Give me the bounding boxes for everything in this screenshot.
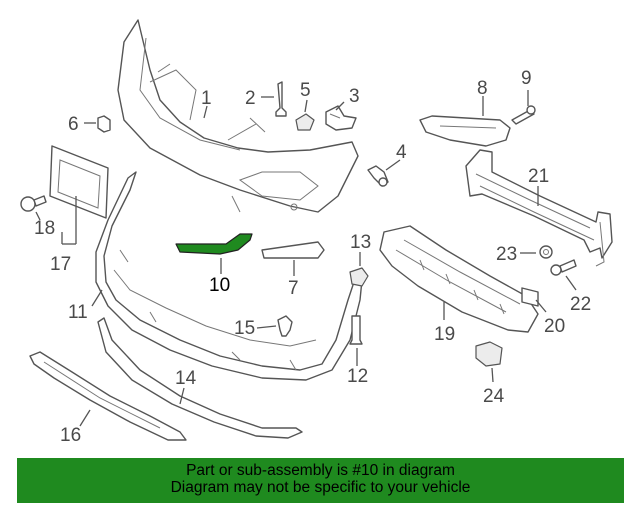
callout-14: 14 (175, 368, 197, 389)
part-7-reflector (261, 241, 325, 259)
part-10-highlighted (175, 233, 253, 255)
callout-3: 3 (349, 86, 360, 107)
part-13-nut (349, 267, 369, 287)
part-22-bolt (550, 259, 577, 276)
callout-13: 13 (350, 232, 371, 253)
part-14-molding (97, 317, 303, 439)
callout-labels: 1 2 3 4 5 6 7 8 9 10 11 12 13 14 15 16 1… (34, 68, 591, 446)
callout-18: 18 (34, 218, 55, 239)
parts-diagram: 1 2 3 4 5 6 7 8 9 10 11 12 13 14 15 16 1… (20, 19, 613, 446)
part-9-screw (511, 105, 536, 125)
part-5-nut (295, 113, 315, 131)
callout-2: 2 (245, 88, 256, 109)
part-18-screw (20, 195, 47, 212)
leader-lines (35, 90, 577, 427)
callout-6: 6 (68, 114, 79, 135)
callout-4: 4 (396, 142, 407, 163)
callout-10: 10 (209, 275, 230, 296)
callout-15: 15 (234, 318, 255, 339)
callout-19: 19 (434, 324, 455, 345)
callout-21: 21 (528, 166, 549, 187)
part-3-bracket (325, 105, 357, 131)
callout-12: 12 (347, 366, 368, 387)
banner-line-part: Part or sub-assembly is #10 in diagram (186, 462, 455, 479)
callout-7: 7 (288, 278, 299, 299)
callout-23: 23 (496, 244, 517, 265)
part-12-bolt (349, 315, 363, 345)
part-2-clip (275, 81, 287, 117)
part-8-garnish (419, 115, 511, 147)
part-4-bolt (367, 165, 389, 187)
part-11-lower-bumper (95, 171, 363, 381)
callout-16: 16 (60, 425, 81, 446)
part-23-nut (539, 245, 553, 259)
part-16-lip-spoiler (29, 351, 187, 441)
part-17-license-bracket (49, 145, 109, 219)
callout-22: 22 (570, 294, 591, 315)
part-19-energy-absorber (379, 225, 539, 333)
part-21-reinforcement (465, 149, 613, 267)
part-24-bracket (475, 341, 503, 367)
part-15-clip (277, 315, 293, 337)
info-banner: Part or sub-assembly is #10 in diagram D… (17, 458, 624, 503)
callout-8: 8 (477, 78, 488, 99)
callout-5: 5 (300, 80, 311, 101)
banner-line-disclaimer: Diagram may not be specific to your vehi… (170, 479, 471, 496)
part-1-bumper-cover (117, 19, 359, 213)
callout-9: 9 (521, 68, 532, 89)
callout-24: 24 (483, 386, 505, 407)
callout-1: 1 (201, 88, 212, 109)
part-20-pad (521, 287, 539, 307)
part-6-clip (97, 115, 111, 133)
callout-11: 11 (68, 302, 88, 323)
callout-17: 17 (50, 254, 71, 275)
callout-20: 20 (544, 316, 565, 337)
